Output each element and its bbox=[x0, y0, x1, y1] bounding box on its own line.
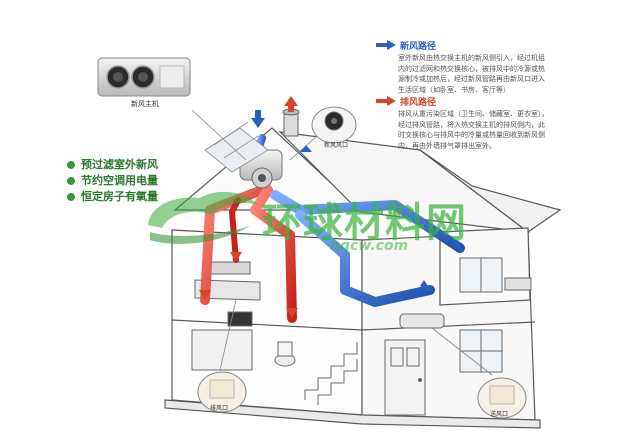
benefit-item: 恒定房子有氧量 bbox=[67, 188, 158, 204]
upper-wing-roof bbox=[419, 149, 562, 233]
exhaust-vent-label: 排风口 bbox=[210, 405, 229, 412]
roof-vent-label: 新风风口 bbox=[324, 142, 349, 149]
watermark-logo bbox=[148, 191, 258, 244]
kitchen-counter bbox=[194, 279, 261, 301]
flow-arrows bbox=[199, 240, 462, 318]
supply-vent-label: 送风口 bbox=[490, 411, 509, 418]
watermark-text: 环球材料网 bbox=[262, 200, 467, 246]
wall-ac-unit bbox=[399, 313, 445, 329]
staircase bbox=[304, 342, 358, 405]
blue-arrow-icon bbox=[376, 40, 396, 50]
supply-vent-inset bbox=[477, 377, 527, 419]
benefit-item: 预过滤室外新风 bbox=[67, 156, 158, 172]
fresh-path-desc: 室外新风由热交换主机的新风侧引入，经过机组 内的过滤网和热交换核心，被排风中的冷… bbox=[398, 54, 545, 94]
fresh-path-title: 新风路径 bbox=[400, 42, 437, 52]
exhaust-up-arrow bbox=[284, 96, 298, 112]
product-unit-image bbox=[97, 57, 191, 97]
cooker-hood bbox=[209, 261, 251, 275]
roof-solar-panel bbox=[204, 121, 269, 173]
roof-vent-inset bbox=[311, 106, 357, 144]
benefit-item: 节约空调用电量 bbox=[67, 172, 158, 188]
chimney bbox=[283, 111, 299, 137]
cabinet bbox=[191, 329, 253, 371]
fresh-down-arrow bbox=[251, 110, 265, 128]
house-base bbox=[164, 399, 541, 429]
exhaust-path-desc: 排风从重污染区域（卫生间、储藏室、更衣室）， 经过排风管路，将入热交换主机的排风… bbox=[398, 110, 549, 150]
bullet-icon bbox=[67, 177, 75, 185]
interior bbox=[191, 257, 532, 416]
roof-arrows bbox=[251, 96, 312, 152]
exhaust-path-title: 排风路径 bbox=[400, 98, 437, 108]
red-arrow-icon bbox=[376, 96, 396, 106]
product-unit-label: 新风主机 bbox=[131, 100, 159, 108]
door bbox=[384, 339, 426, 416]
watermark-url: hqcw.com bbox=[330, 238, 409, 254]
exhaust-vent-inset bbox=[197, 371, 247, 413]
bullet-icon bbox=[67, 161, 75, 169]
bullet-icon bbox=[67, 193, 75, 201]
